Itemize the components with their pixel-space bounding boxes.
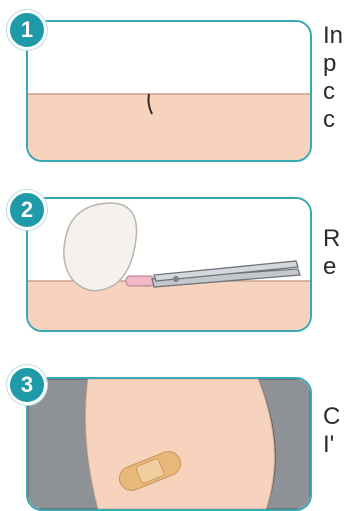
step-1-text: In p c c — [323, 22, 349, 134]
step-3-text: C I' — [323, 403, 349, 459]
skin-incision-illustration — [28, 22, 310, 160]
extracted-item — [126, 276, 154, 286]
step-2-text: R e — [323, 225, 349, 281]
step-3-illustration-panel — [26, 377, 312, 511]
step-number-badge: 1 — [7, 10, 47, 50]
step-number-badge: 2 — [7, 190, 47, 230]
step-2-illustration-panel — [26, 197, 312, 332]
step-1: 1 In p c c — [0, 0, 349, 165]
forceps-removal-illustration — [28, 199, 310, 330]
step-1-illustration-panel — [26, 20, 312, 162]
arm-skin — [86, 379, 275, 509]
step-3: 3 C I' — [0, 355, 349, 511]
step-2: 2 R e — [0, 180, 349, 340]
bandage-illustration — [28, 379, 310, 509]
step-number-badge: 3 — [7, 365, 47, 405]
